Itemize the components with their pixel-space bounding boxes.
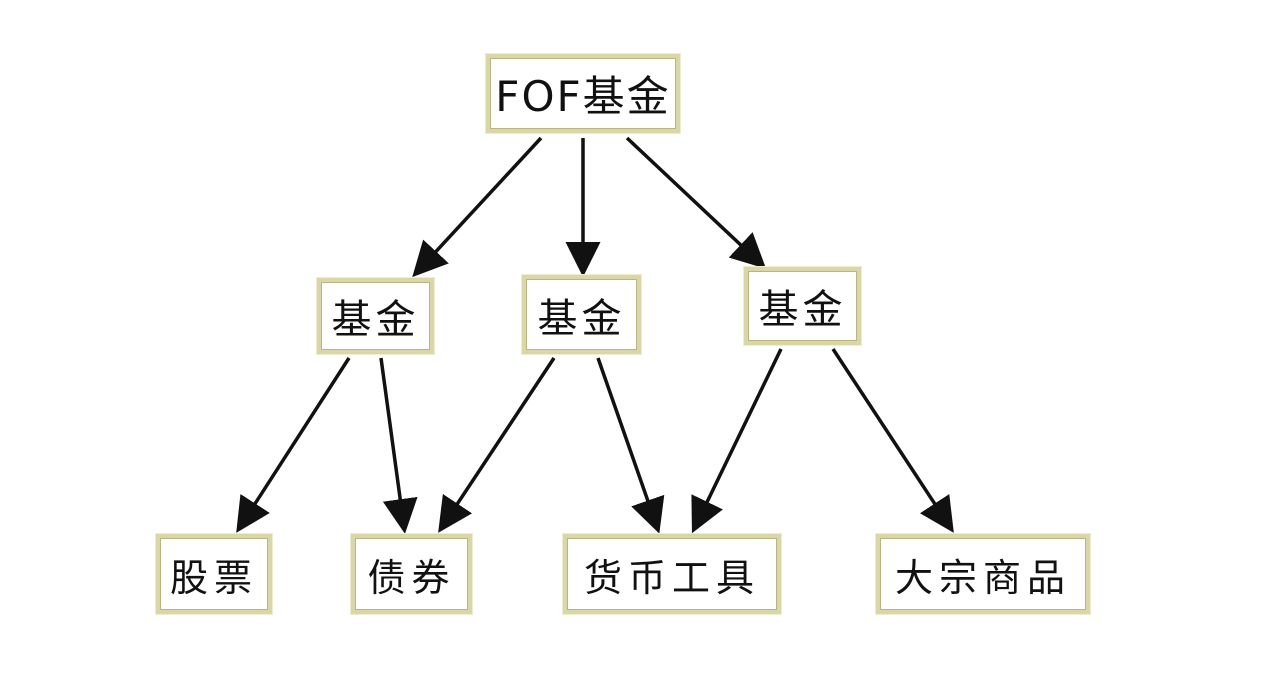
node-money-instruments: 货币工具 [563,534,781,614]
node-fof-fund-label: FOF基金 [495,72,671,121]
arrow-fund-3-to-money [691,348,783,534]
node-fund-3-label: 基金 [758,287,847,333]
arrow-root-to-fund-3 [625,136,767,269]
arrow-fund-2-to-bonds [438,357,556,533]
node-fund-3: 基金 [744,267,861,345]
arrow-fund-3-to-commodities [831,348,954,533]
arrow-fund-1-to-stocks [236,357,351,533]
arrow-fund-1-to-bonds [379,357,418,534]
node-fund-1-label: 基金 [331,297,420,343]
node-commodities: 大宗商品 [876,534,1090,614]
arrow-fund-2-to-money [596,357,665,534]
node-money-instruments-label: 货币工具 [583,555,760,600]
arrow-root-to-fund-1 [412,136,543,278]
node-stocks-label: 股票 [169,555,258,600]
node-bonds-label: 债券 [367,555,456,600]
node-fof-fund: FOF基金 [486,54,680,133]
node-fund-1: 基金 [317,278,434,354]
node-commodities-label: 大宗商品 [894,555,1071,600]
node-fund-2: 基金 [522,275,641,354]
node-fund-2-label: 基金 [537,295,626,342]
node-stocks: 股票 [156,534,272,614]
node-bonds: 债券 [351,534,472,614]
